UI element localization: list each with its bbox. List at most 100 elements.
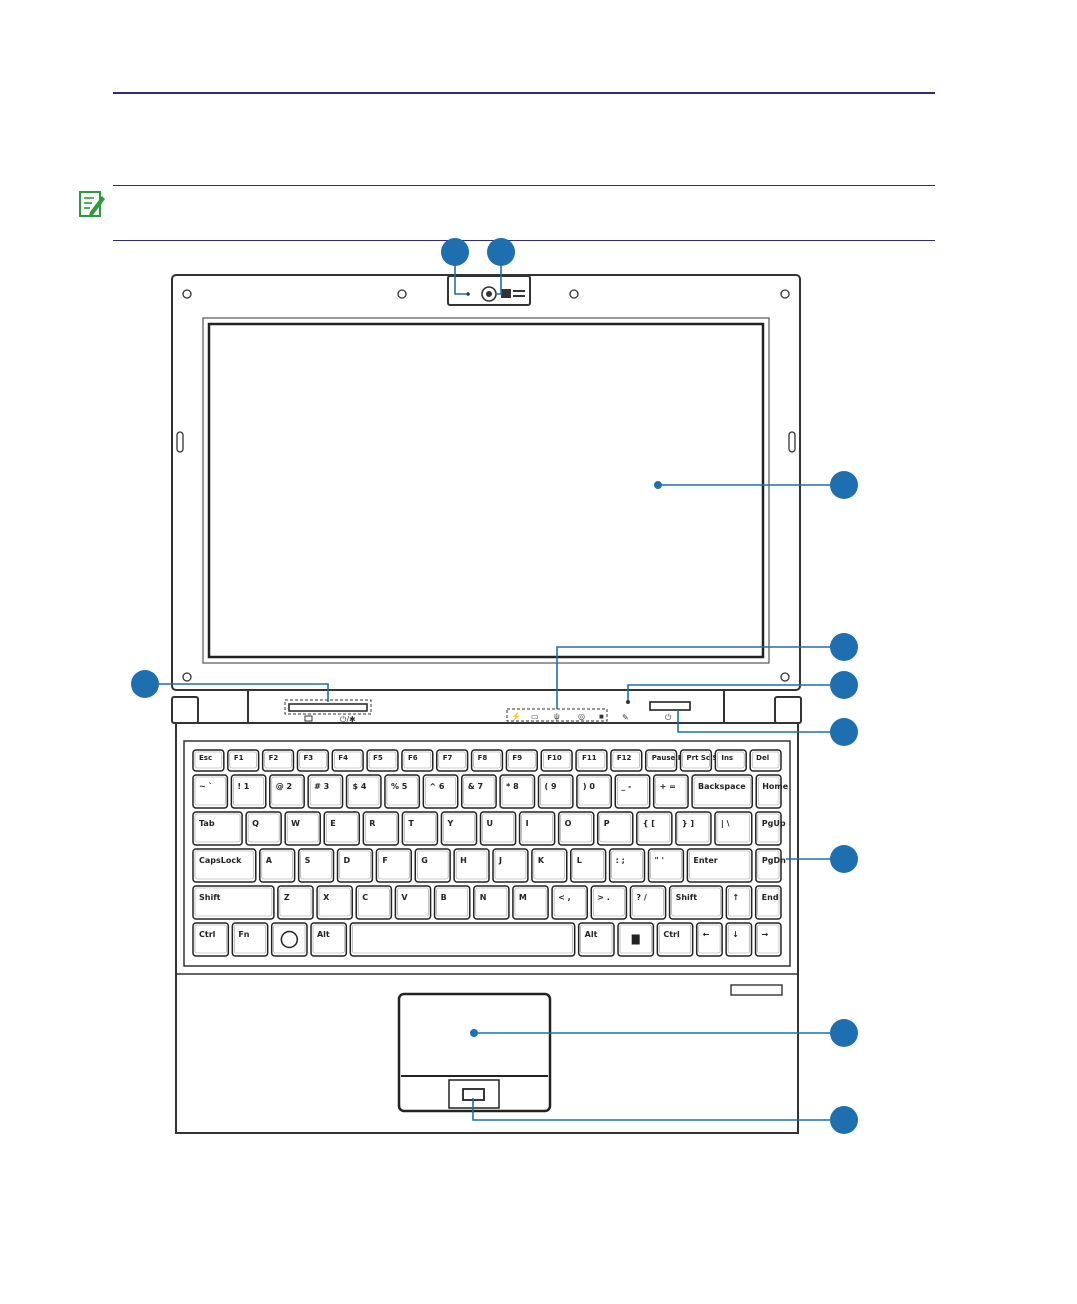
key-backspace[interactable]: Backspace bbox=[691, 774, 753, 809]
key-key-12[interactable]: + = bbox=[652, 774, 689, 809]
key-f12[interactable]: F12 bbox=[610, 749, 643, 772]
key-6[interactable]: ^ 6 bbox=[422, 774, 459, 809]
key-enter[interactable]: Enter bbox=[686, 848, 753, 883]
display-lid bbox=[171, 274, 801, 691]
key-label: F4 bbox=[338, 754, 348, 762]
key-f6[interactable]: F6 bbox=[401, 749, 434, 772]
key-label: X bbox=[323, 893, 330, 902]
key-3[interactable]: # 3 bbox=[307, 774, 344, 809]
key-key-11[interactable]: " ' bbox=[647, 848, 685, 883]
key-5[interactable]: % 5 bbox=[384, 774, 421, 809]
key-ctrl[interactable]: Ctrl bbox=[192, 922, 230, 957]
key-u[interactable]: U bbox=[479, 811, 517, 846]
key-key-11[interactable]: _ - bbox=[614, 774, 651, 809]
key-g[interactable]: G bbox=[414, 848, 451, 883]
key-end[interactable]: End bbox=[754, 885, 782, 920]
key-p[interactable]: P bbox=[596, 811, 634, 846]
key-f8[interactable]: F8 bbox=[470, 749, 504, 772]
key-f[interactable]: F bbox=[375, 848, 413, 883]
power4gear-key-icon: ⏻/✱ bbox=[340, 715, 356, 724]
key-f2[interactable]: F2 bbox=[261, 749, 295, 772]
key-del[interactable]: Del bbox=[749, 749, 782, 772]
key-home[interactable]: Home bbox=[755, 774, 789, 809]
key-label: F7 bbox=[443, 754, 453, 762]
key-b[interactable]: B bbox=[433, 885, 471, 920]
key-h[interactable]: H bbox=[453, 848, 490, 883]
key-label: ~ ` bbox=[199, 781, 213, 791]
key-prt-sc-sys-rq[interactable]: Prt Sc Sys Rq bbox=[679, 749, 740, 772]
key-t[interactable]: T bbox=[401, 811, 439, 846]
key-ctrl[interactable]: Ctrl bbox=[656, 922, 694, 957]
key-f3[interactable]: F3 bbox=[296, 749, 330, 772]
key-pgup[interactable]: PgUp bbox=[755, 811, 786, 846]
key-key-11[interactable]: { [ bbox=[636, 811, 673, 846]
key-alt[interactable]: Alt bbox=[577, 922, 615, 957]
key-s[interactable]: S bbox=[297, 848, 335, 883]
key-w[interactable]: W bbox=[284, 811, 321, 846]
key-key-10[interactable]: → bbox=[754, 922, 782, 957]
key-e[interactable]: E bbox=[323, 811, 361, 846]
key-d[interactable]: D bbox=[336, 848, 374, 883]
key-key-8[interactable]: < , bbox=[551, 885, 589, 920]
key-key-13[interactable]: | \ bbox=[714, 811, 753, 846]
key-key-9[interactable]: > . bbox=[590, 885, 628, 920]
key-label: ! 1 bbox=[237, 782, 249, 791]
key-f9[interactable]: F9 bbox=[505, 749, 538, 772]
key-fn[interactable]: Fn bbox=[231, 922, 269, 957]
key-c[interactable]: C bbox=[355, 885, 393, 920]
key-tab[interactable]: Tab bbox=[192, 811, 243, 846]
key-win-logo[interactable] bbox=[270, 922, 308, 957]
key-ins[interactable]: Ins bbox=[714, 749, 747, 772]
key-pause-break[interactable]: Pause Break bbox=[644, 749, 701, 772]
key-a[interactable]: A bbox=[259, 848, 296, 883]
key-7[interactable]: & 7 bbox=[460, 774, 497, 809]
key-shift[interactable]: Shift bbox=[192, 885, 275, 920]
key-2[interactable]: @ 2 bbox=[269, 774, 305, 809]
key-shift[interactable]: Shift bbox=[668, 885, 724, 920]
key-n[interactable]: N bbox=[472, 885, 510, 920]
key-1[interactable]: ! 1 bbox=[230, 774, 267, 809]
key-9[interactable]: ( 9 bbox=[537, 774, 574, 809]
key-key-12[interactable]: ↑ bbox=[725, 885, 753, 920]
key-capslock[interactable]: CapsLock bbox=[192, 848, 257, 883]
key-f4[interactable]: F4 bbox=[331, 749, 364, 772]
key-x[interactable]: X bbox=[316, 885, 353, 920]
key-esc[interactable]: Esc bbox=[192, 749, 225, 772]
key-key-0[interactable]: ~ ` bbox=[192, 774, 229, 809]
key-f5[interactable]: F5 bbox=[366, 749, 399, 772]
touchpad[interactable] bbox=[397, 992, 552, 1113]
key-space[interactable] bbox=[349, 922, 576, 957]
key-key-10[interactable]: : ; bbox=[608, 848, 646, 883]
key-v[interactable]: V bbox=[394, 885, 432, 920]
key-o[interactable]: O bbox=[557, 811, 595, 846]
power-switch[interactable] bbox=[649, 701, 691, 711]
key-4[interactable]: $ 4 bbox=[345, 774, 382, 809]
key-i[interactable]: I bbox=[518, 811, 556, 846]
key-key-12[interactable]: } ] bbox=[675, 811, 712, 846]
key-z[interactable]: Z bbox=[277, 885, 314, 920]
key-8[interactable]: * 8 bbox=[499, 774, 536, 809]
key-q[interactable]: Q bbox=[245, 811, 282, 846]
key-l[interactable]: L bbox=[570, 848, 607, 883]
key-f10[interactable]: F10 bbox=[540, 749, 573, 772]
key-key-8[interactable]: ← bbox=[695, 922, 723, 957]
key-f7[interactable]: F7 bbox=[436, 749, 469, 772]
key-0[interactable]: ) 0 bbox=[576, 774, 613, 809]
key-alt[interactable]: Alt bbox=[310, 922, 348, 957]
key-r[interactable]: R bbox=[362, 811, 400, 846]
key-key-9[interactable]: ↓ bbox=[725, 922, 753, 957]
key-f11[interactable]: F11 bbox=[575, 749, 608, 772]
key-label: F5 bbox=[373, 754, 383, 762]
key-menu[interactable] bbox=[617, 922, 655, 957]
callout-line-microphone bbox=[627, 684, 844, 700]
key-f1[interactable]: F1 bbox=[227, 749, 260, 772]
key-label: " ' bbox=[655, 856, 664, 865]
note-top-rule bbox=[113, 185, 935, 186]
key-pgdn[interactable]: PgDn bbox=[755, 848, 786, 883]
key-m[interactable]: M bbox=[512, 885, 549, 920]
camera-indicator-icon bbox=[466, 292, 470, 296]
key-j[interactable]: J bbox=[492, 848, 529, 883]
key-key-10[interactable]: ? / bbox=[629, 885, 667, 920]
key-k[interactable]: K bbox=[531, 848, 568, 883]
key-y[interactable]: Y bbox=[440, 811, 478, 846]
